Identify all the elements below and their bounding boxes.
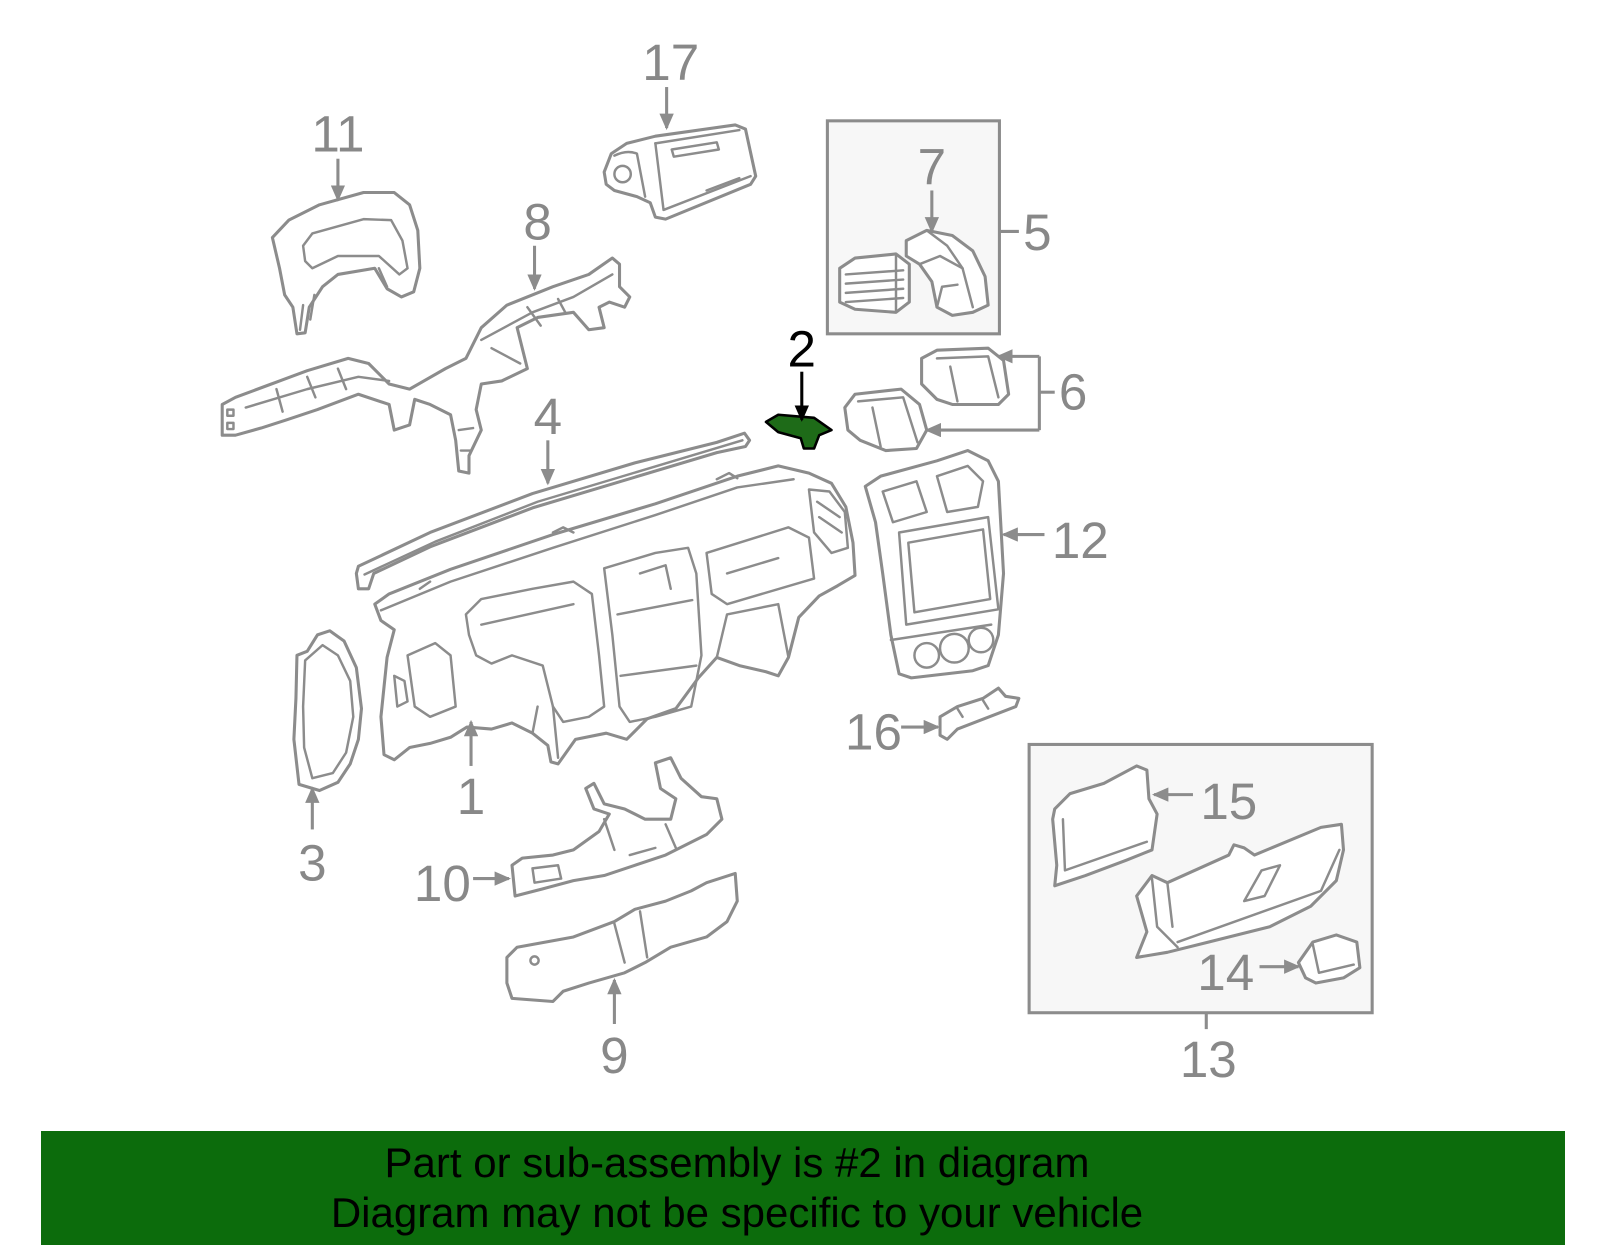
- part-14-drawing: [1296, 933, 1362, 985]
- part-7-drawing: [904, 228, 990, 317]
- banner-text: Part or sub-assembly is #2 in diagram Di…: [41, 1138, 1433, 1238]
- part-13-drawing: [1135, 822, 1346, 959]
- part-8-drawing: [220, 256, 632, 475]
- part-11-drawing: [270, 190, 422, 336]
- part-2-drawing: [764, 413, 833, 450]
- callout-label-7: 7: [918, 138, 946, 195]
- info-banner: Part or sub-assembly is #2 in diagram Di…: [41, 1131, 1565, 1245]
- callout-label-2: 2: [788, 321, 816, 378]
- callout-label-13: 13: [1180, 1031, 1237, 1088]
- part-6-drawing: [843, 346, 1011, 453]
- callout-label-1: 1: [457, 768, 485, 825]
- callout-label-9: 9: [600, 1027, 628, 1084]
- banner-line-1: Part or sub-assembly is #2 in diagram: [384, 1139, 1090, 1186]
- part-16-drawing: [938, 686, 1021, 741]
- callout-label-4: 4: [534, 388, 562, 445]
- callout-label-12: 12: [1052, 512, 1109, 569]
- callout-label-3: 3: [298, 835, 326, 892]
- part-3-drawing: [292, 629, 364, 793]
- part-10-drawing: [510, 756, 724, 898]
- callout-label-15: 15: [1200, 773, 1257, 830]
- callout-label-11: 11: [311, 106, 364, 163]
- part-4-drawing: [354, 431, 752, 591]
- part-9-drawing: [505, 871, 739, 1004]
- part-15-drawing: [1051, 764, 1159, 888]
- part-5-vent-drawing: [838, 252, 911, 314]
- part-12-drawing: [863, 449, 1006, 680]
- callout-label-6: 6: [1059, 364, 1087, 421]
- callout-label-14: 14: [1197, 944, 1254, 1001]
- callout-label-16: 16: [845, 704, 902, 761]
- callout-label-5: 5: [1023, 204, 1051, 261]
- callout-label-17: 17: [642, 34, 699, 91]
- callout-label-10: 10: [414, 855, 471, 912]
- part-1-drawing: [373, 464, 857, 766]
- callout-label-8: 8: [523, 194, 551, 251]
- part-17-drawing: [602, 123, 758, 221]
- banner-line-2: Diagram may not be specific to your vehi…: [330, 1189, 1144, 1236]
